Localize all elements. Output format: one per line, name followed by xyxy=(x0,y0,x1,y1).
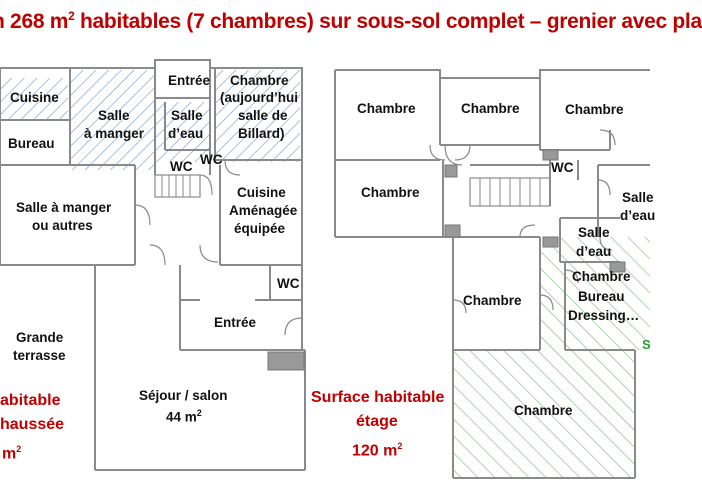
room-salle-deau-line1: Salle xyxy=(171,108,203,123)
gf-surface-line3: m2 xyxy=(2,439,21,464)
room-sejour-line1: Séjour / salon xyxy=(139,388,228,403)
uf-surface-line3: 120 m2 xyxy=(352,436,402,461)
title-part2: habitables (7 chambres) sur sous-sol com… xyxy=(74,10,702,33)
uf-surface-line2: étage xyxy=(356,413,398,430)
gf-dark-block xyxy=(267,351,305,371)
hatch-cuisine xyxy=(0,78,68,119)
room-chambre-bureau-line1: Chambre xyxy=(572,269,631,284)
room-cuisine-amenagee-line3: équipée xyxy=(234,221,286,236)
uf-surface-line1: Surface habitable xyxy=(311,389,445,406)
room-sejour-line2: 44 m2 xyxy=(166,405,202,426)
uf-edge-letter: S xyxy=(642,337,651,352)
room-entree-bottom: Entrée xyxy=(214,315,257,330)
room-salle-autres-line2: ou autres xyxy=(32,218,93,233)
room-chambre-d: Chambre xyxy=(361,185,420,200)
room-chambre-c: Chambre xyxy=(565,102,624,117)
room-chambre-f: Chambre xyxy=(514,403,573,418)
hatch-chambre xyxy=(215,70,300,162)
room-entree-top: Entrée xyxy=(168,73,211,88)
page-title: n 268 m2 habitables (7 chambres) sur sou… xyxy=(0,9,702,35)
room-salle-a-manger-line1: Salle xyxy=(98,108,130,123)
upper-floor-plan xyxy=(334,69,650,479)
gf-surface-sup: 2 xyxy=(16,444,22,454)
sejour-area: 44 m xyxy=(166,409,197,425)
gf-surface-value: m xyxy=(2,445,17,463)
room-wc-a: WC xyxy=(170,159,193,174)
room-chambre-billard-line3: salle de xyxy=(238,108,288,123)
room-terrasse-line2: terrasse xyxy=(13,348,66,363)
room-chambre-billard-line2: (aujourd’hui xyxy=(220,90,298,105)
room-wc-upper: WC xyxy=(551,160,574,175)
room-chambre-e: Chambre xyxy=(463,293,522,308)
room-salle-deau-small-line1: Salle xyxy=(578,225,610,240)
room-chambre-a: Chambre xyxy=(357,101,416,116)
room-terrasse-line1: Grande xyxy=(16,330,64,345)
uf-surface-sup: 2 xyxy=(397,441,403,451)
room-cuisine-amenagee-line2: Aménagée xyxy=(229,203,298,218)
title-part1: n 268 m xyxy=(0,10,69,33)
room-salle-deau-right-line2: d’eau xyxy=(620,208,656,223)
room-wc-c: WC xyxy=(277,276,300,291)
room-cuisine: Cuisine xyxy=(10,90,59,105)
gf-surface-line2: haussée xyxy=(0,416,65,433)
uf-surface-value: 120 m xyxy=(352,442,398,460)
room-chambre-bureau-line3: Dressing… xyxy=(568,308,640,323)
room-wc-b: WC xyxy=(200,152,223,167)
room-cuisine-amenagee-line1: Cuisine xyxy=(237,185,286,200)
room-salle-autres-line1: Salle à manger xyxy=(16,200,112,215)
room-salle-deau-line2: d’eau xyxy=(168,126,204,141)
hatch-chambre-large xyxy=(453,350,635,478)
ground-floor-plan xyxy=(0,59,306,471)
gf-surface-line1: abitable xyxy=(0,392,61,409)
room-salle-deau-right-line1: Salle xyxy=(622,190,654,205)
room-salle-deau-small-line2: d’eau xyxy=(576,244,612,259)
room-chambre-bureau-line2: Bureau xyxy=(578,289,625,304)
title-sup: 2 xyxy=(68,9,75,23)
sejour-area-sup: 2 xyxy=(196,408,202,418)
room-chambre-b: Chambre xyxy=(461,101,520,116)
hatch-salle-a-manger xyxy=(70,70,155,170)
room-salle-a-manger-line2: à manger xyxy=(84,126,145,141)
floor-plans xyxy=(0,59,650,479)
room-bureau: Bureau xyxy=(8,136,55,151)
room-chambre-billard-line1: Chambre xyxy=(230,73,289,88)
room-chambre-billard-line4: Billard) xyxy=(238,126,285,141)
